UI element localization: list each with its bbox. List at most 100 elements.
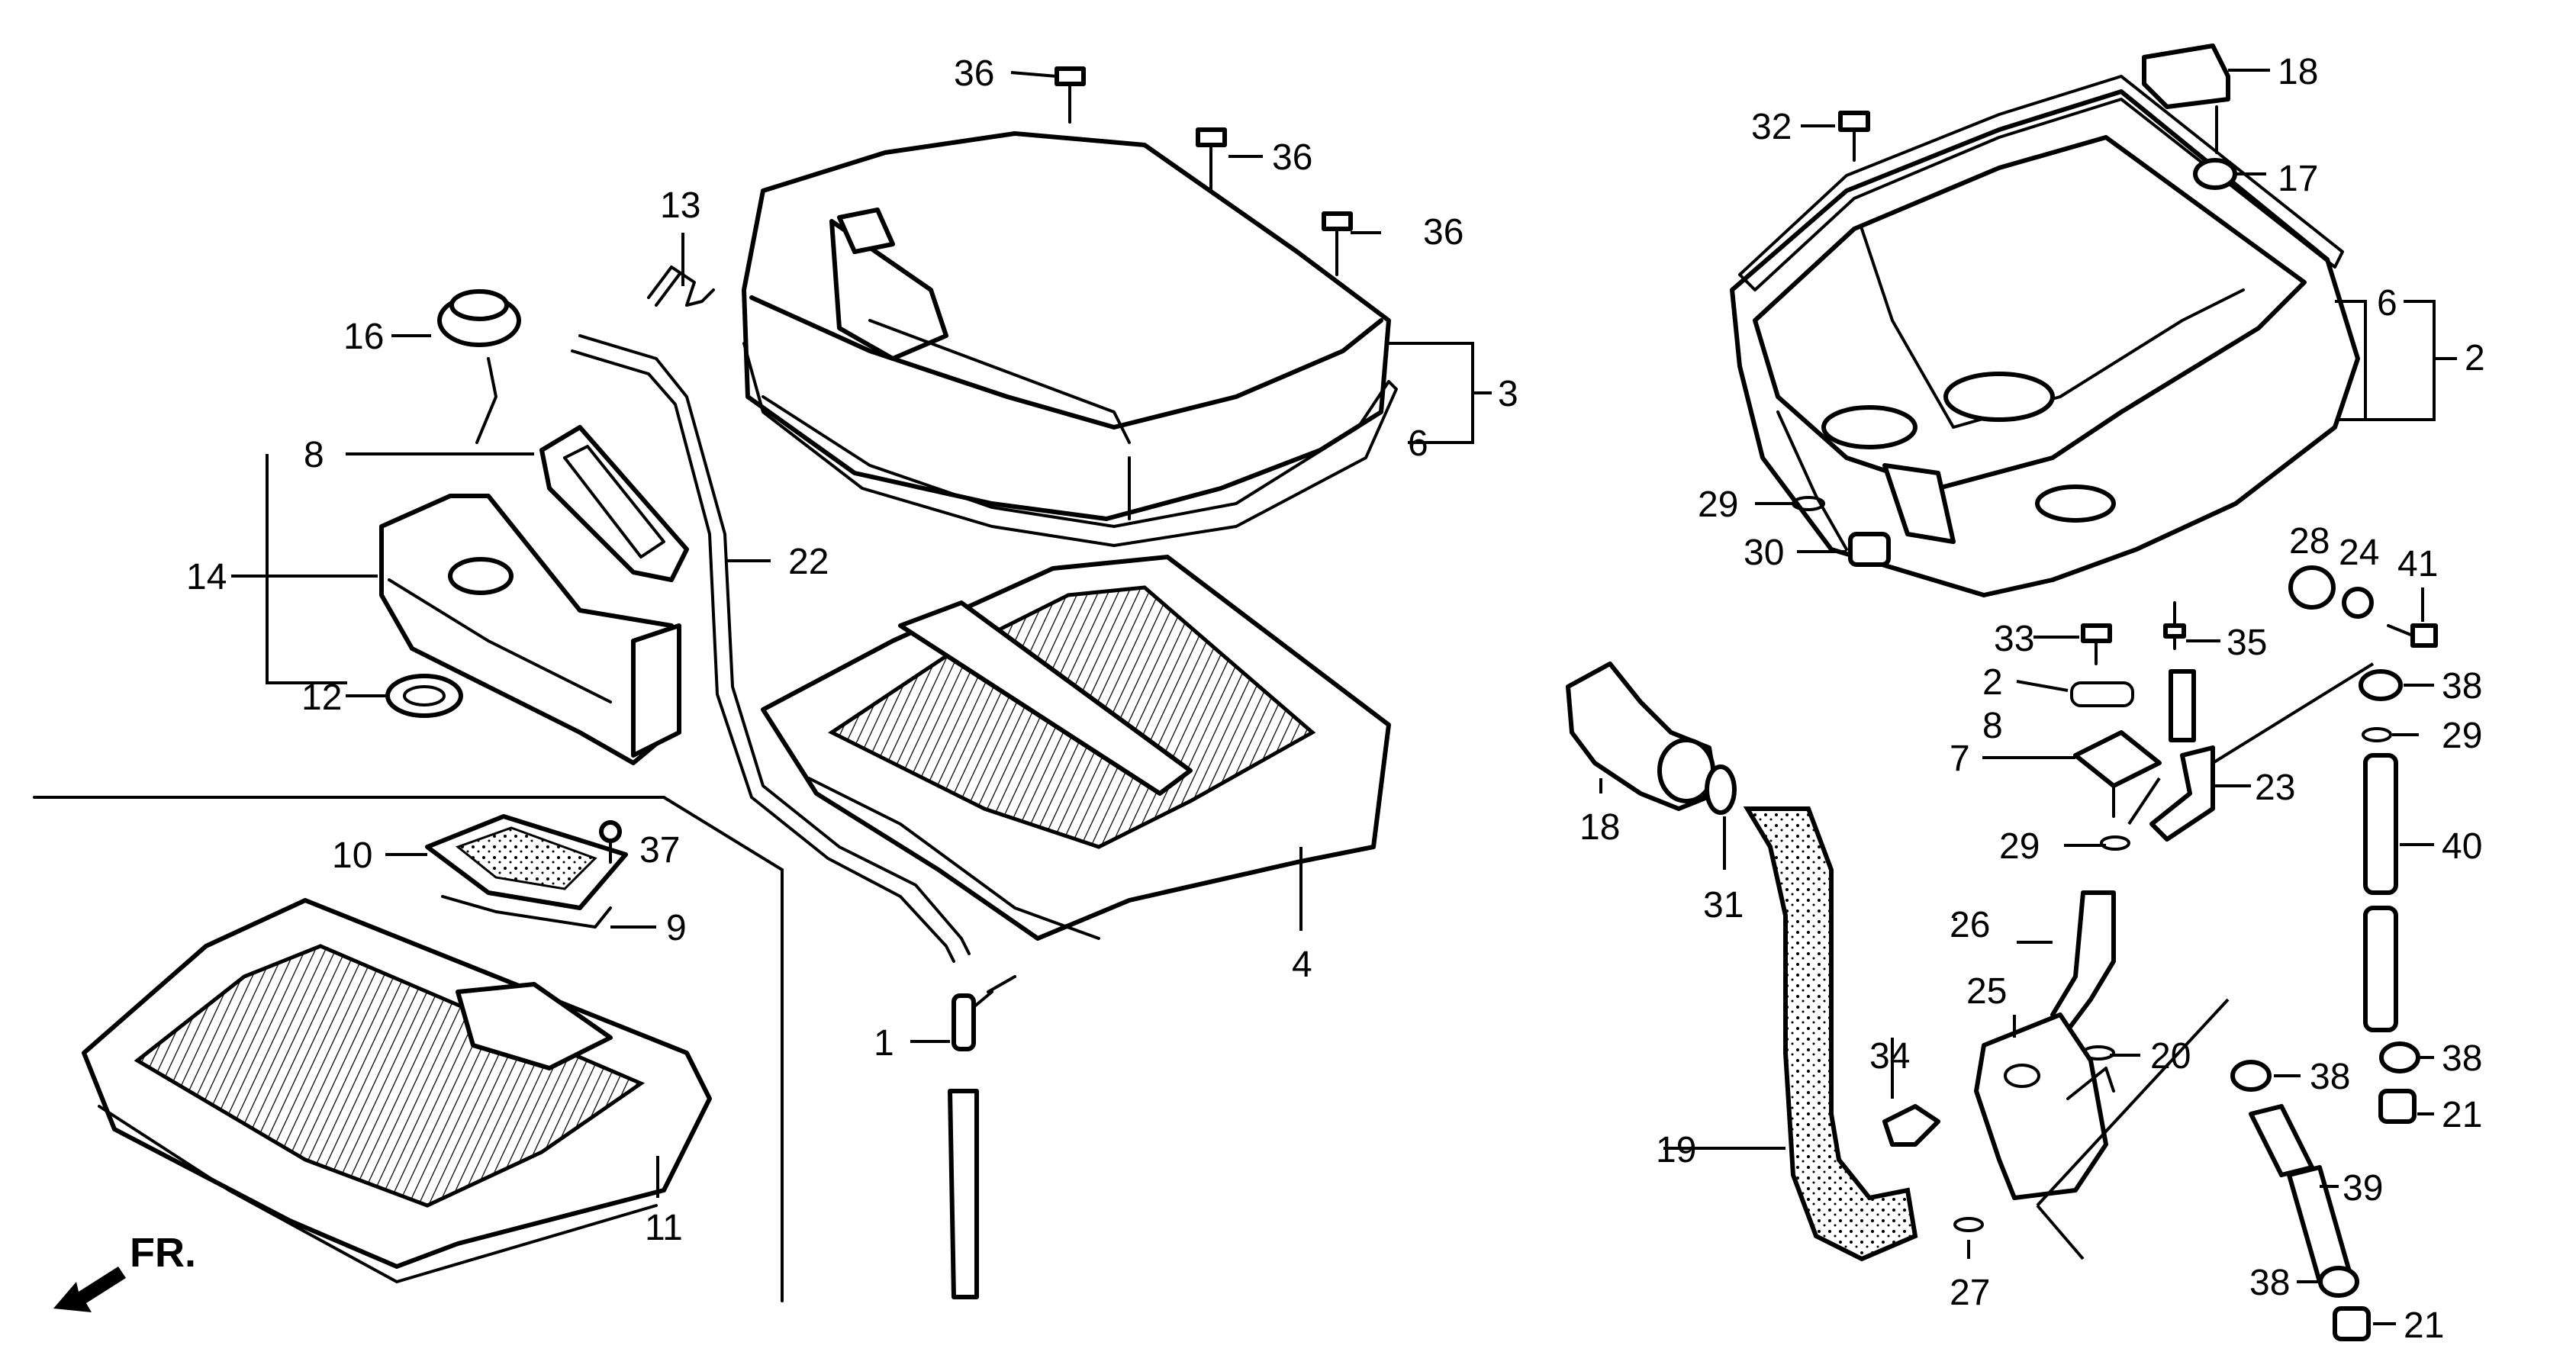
callout-14: 14 [186,557,227,597]
screw-33 [2081,623,2112,665]
callout-36b: 36 [1272,137,1312,178]
o-ring-31 [1705,764,1737,815]
plate-5 [2073,730,2162,818]
callout-29b: 29 [1999,826,2040,867]
cap-21a [2378,1089,2417,1124]
callout-6b: 6 [2377,283,2397,323]
hose-40 [2363,753,2398,1032]
callout-20: 20 [2150,1036,2191,1077]
callout-13: 13 [660,185,700,226]
callout-11: 11 [645,1208,683,1248]
bolt-35 [2163,601,2186,650]
grommet-12 [385,674,463,718]
clip-38b [2379,1041,2420,1073]
fastener-34 [1882,1104,1940,1147]
clip-38d [2318,1266,2359,1298]
callout-17: 18 [2278,52,2318,92]
gasket-lower-case [1738,75,2344,291]
drain-fitting [948,975,1016,1299]
hose-39 [2249,1104,2352,1284]
callout-30: 30 [1744,533,1784,573]
grommet-30 [1848,532,1891,567]
air-filter-element [761,555,1391,941]
callout-32: 32 [1751,107,1792,147]
callout-16: 17 [2278,159,2318,199]
callout-28: 28 [2289,521,2330,562]
callout-40: 40 [2442,826,2482,867]
clip-27 [1953,1217,1984,1232]
callout-layer: 36 36 36 3 6 13 16 8 14 12 22 4 1 10 37 … [186,52,2485,1346]
callout-5: 7 [1950,739,1970,779]
clip-29b [2100,835,2130,851]
drain-tank-25 [1974,1012,2115,1200]
callout-26: 26 [1950,905,1990,945]
callout-25: 25 [1966,971,2007,1012]
hose-26 [2050,890,2116,1032]
callout-22: 22 [788,542,829,582]
front-direction-arrow: FR. [53,1230,196,1312]
callout-4: 4 [1292,945,1312,985]
callout-31: 31 [1703,885,1744,925]
callout-38c: 38 [2310,1057,2350,1097]
bolt-32 [1838,111,1870,162]
callout-1: 1 [874,1023,894,1064]
callout-39: 39 [2343,1168,2383,1209]
callout-34: 34 [1869,1036,1910,1077]
callout-2b: 2 [1982,662,2003,703]
hose-23 [2149,669,2215,842]
fr-label: FR. [130,1230,196,1276]
callout-37: 37 [639,830,680,871]
air-valve [437,289,521,444]
callout-38b: 38 [2442,1038,2482,1079]
intake-hose-19 [1743,806,1918,1262]
gasket-2 [2070,681,2134,707]
cover-plate [425,814,628,910]
bolt-36a [1055,66,1086,124]
callout-7: 8 [304,435,324,475]
screw-37 [599,820,622,864]
air-cleaner-case-upper [742,131,1391,521]
breather-tube [571,334,971,963]
callout-2a: 2 [2465,338,2485,378]
duct-seal [539,425,689,582]
callout-12: 12 [301,678,342,718]
callout-36a: 36 [954,53,994,94]
callout-24: 24 [2339,533,2379,573]
callout-18: 18 [1579,807,1620,848]
callout-8: 8 [1982,706,2003,746]
callout-35: 35 [2227,623,2267,663]
fitting-28 [2288,565,2336,610]
callout-9: 9 [666,908,687,948]
callout-27: 27 [1950,1273,1990,1313]
callout-38a: 38 [2442,666,2482,707]
cap-24 [2342,587,2374,619]
callout-23: 23 [2255,768,2295,808]
callout-41: 41 [2397,544,2438,584]
grommet-16 [2193,158,2237,190]
callout-29a: 29 [1698,484,1738,525]
clip-38a [2359,669,2403,701]
intake-duct [379,494,681,765]
callout-21b: 21 [2404,1305,2444,1346]
bolt-36c [1322,211,1353,276]
air-cleaner-case-lower [1730,89,2360,597]
bolt-36b [1196,127,1227,192]
clip-38c [2230,1060,2272,1092]
callout-15: 16 [343,317,384,357]
intake-funnel-18 [1566,661,1719,811]
callout-38d: 38 [2249,1263,2290,1303]
callout-36c: 36 [1423,212,1463,253]
callout-10: 10 [332,835,372,876]
hose-clamp-13 [647,266,715,307]
callout-19: 19 [1656,1130,1696,1170]
callout-33: 33 [1994,619,2034,659]
callout-6a: 6 [1408,423,1428,464]
gasket-upper [742,342,1398,547]
cover-seal [441,895,612,929]
cap-21b [2333,1306,2371,1341]
sensor-17 [2142,43,2230,154]
callout-29c: 29 [2442,716,2482,756]
inset-divider [33,796,784,1302]
callout-3: 3 [1498,374,1518,414]
